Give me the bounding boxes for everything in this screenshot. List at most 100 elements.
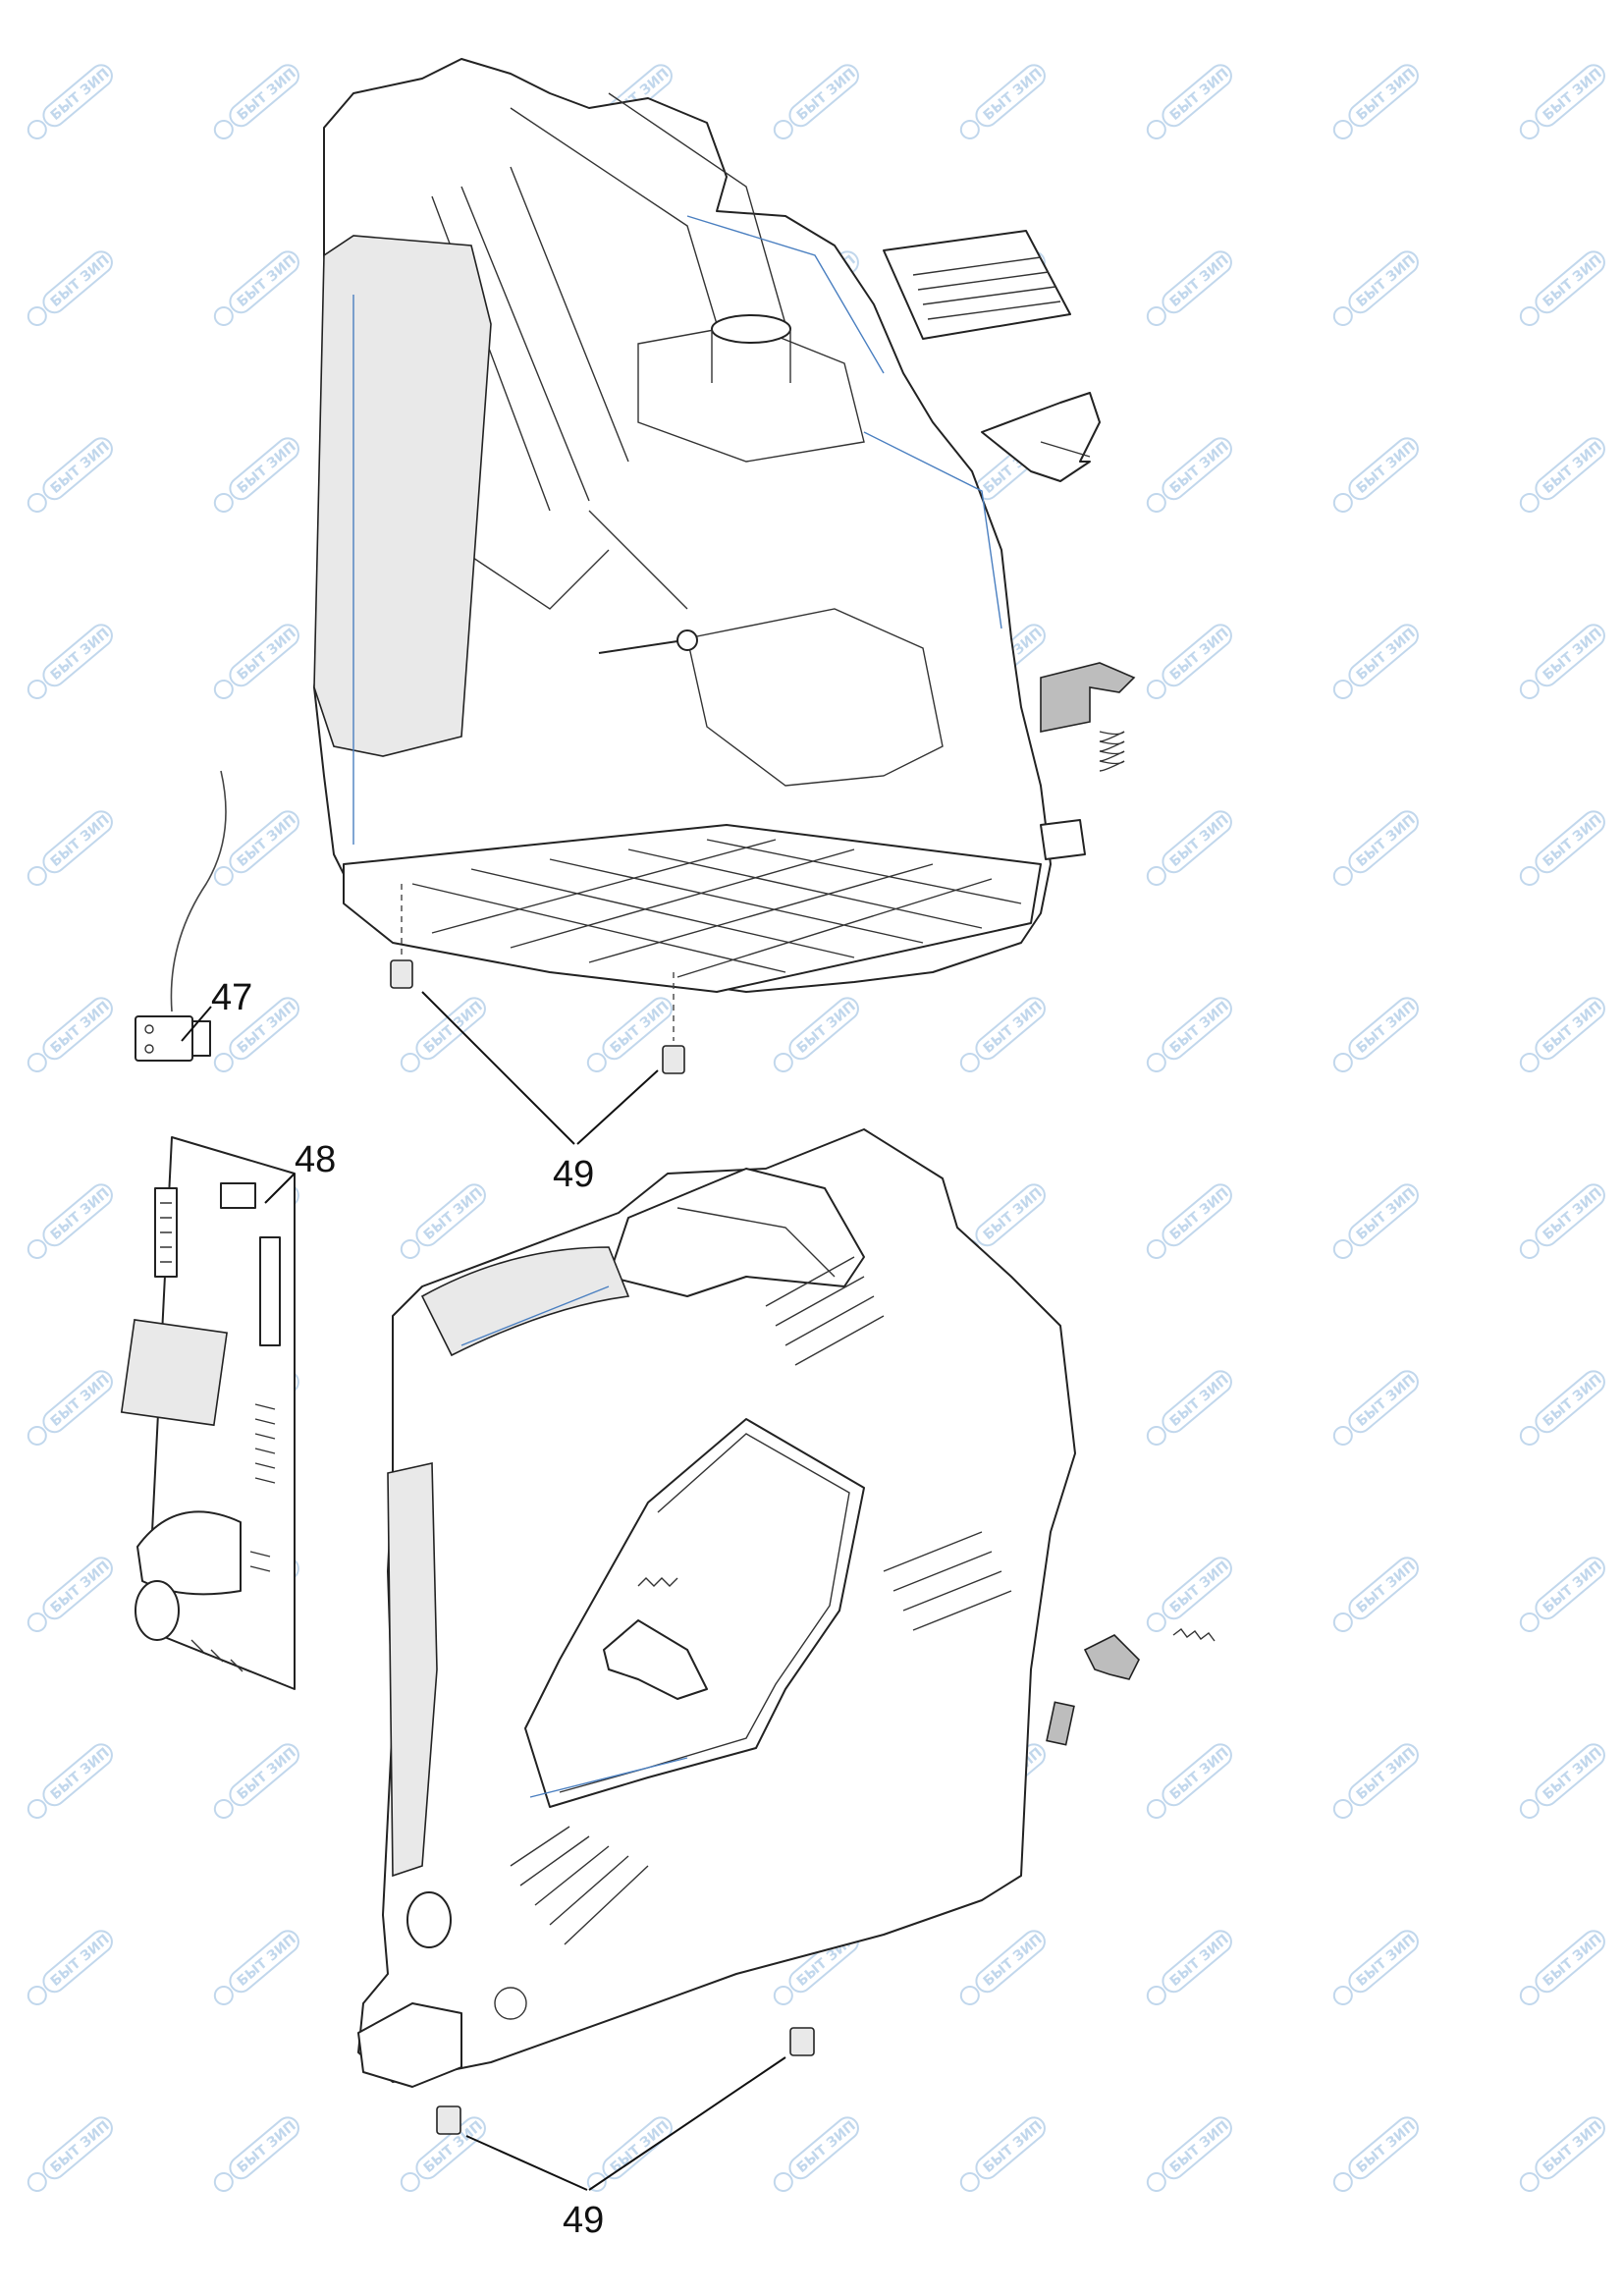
- watermark-badge: БЫТ ЗИП: [1146, 437, 1232, 513]
- watermark-text: БЫТ ЗИП: [1167, 626, 1232, 683]
- watermark-text: БЫТ ЗИП: [981, 66, 1046, 124]
- watermark-badge: БЫТ ЗИП: [1519, 1930, 1605, 2005]
- watermark-text: БЫТ ЗИП: [235, 812, 299, 870]
- watermark-badge: БЫТ ЗИП: [1519, 1557, 1605, 1632]
- watermark-badge: БЫТ ЗИП: [27, 64, 113, 139]
- foot-49-top-left: [390, 884, 413, 989]
- watermark-badge: БЫТ ЗИП: [1146, 624, 1232, 699]
- watermark-text: БЫТ ЗИП: [235, 66, 299, 124]
- watermark-text: БЫТ ЗИП: [235, 626, 299, 683]
- watermark-text: БЫТ ЗИП: [794, 999, 859, 1057]
- watermark-text: БЫТ ЗИП: [1167, 812, 1232, 870]
- watermark-badge: БЫТ ЗИП: [1519, 997, 1605, 1072]
- watermark-badge: БЫТ ЗИП: [27, 997, 113, 1072]
- watermark-text: БЫТ ЗИП: [794, 2118, 859, 2176]
- watermark-text: БЫТ ЗИП: [1354, 1558, 1419, 1616]
- watermark-text: БЫТ ЗИП: [235, 439, 299, 497]
- watermark-text: БЫТ ЗИП: [48, 999, 113, 1057]
- callout-49-top-label: 49: [553, 1154, 594, 1195]
- callout-49-top: 49: [421, 991, 659, 1195]
- watermark-badge: БЫТ ЗИП: [27, 437, 113, 513]
- watermark-text: БЫТ ЗИП: [235, 2118, 299, 2176]
- watermark-badge: БЫТ ЗИП: [1519, 250, 1605, 326]
- watermark-badge: БЫТ ЗИП: [1146, 1557, 1232, 1632]
- lower-inner-bracket: [603, 1619, 708, 1700]
- watermark-text: БЫТ ЗИП: [48, 1185, 113, 1243]
- watermark-text: БЫТ ЗИП: [1541, 626, 1605, 683]
- watermark-badge: БЫТ ЗИП: [27, 810, 113, 886]
- watermark-text: БЫТ ЗИП: [1167, 1745, 1232, 1803]
- watermark-text: БЫТ ЗИП: [1354, 1372, 1419, 1430]
- lower-central-opening: [524, 1418, 865, 1808]
- watermark-badge: БЫТ ЗИП: [27, 624, 113, 699]
- watermark-badge: БЫТ ЗИП: [1332, 1743, 1419, 1819]
- watermark-text: БЫТ ЗИП: [1541, 1372, 1605, 1430]
- watermark-badge: БЫТ ЗИП: [1332, 1183, 1419, 1259]
- watermark-text: БЫТ ЗИП: [48, 1558, 113, 1616]
- watermark-text: БЫТ ЗИП: [1541, 812, 1605, 870]
- watermark-text: БЫТ ЗИП: [48, 439, 113, 497]
- watermark-badge: БЫТ ЗИП: [1519, 2116, 1605, 2192]
- watermark-text: БЫТ ЗИП: [1354, 999, 1419, 1057]
- watermark-badge: БЫТ ЗИП: [27, 1743, 113, 1819]
- watermark-text: БЫТ ЗИП: [1354, 812, 1419, 870]
- lower-accent-line: [460, 1285, 688, 1798]
- watermark-badge: БЫТ ЗИП: [213, 810, 299, 886]
- watermark-text: БЫТ ЗИП: [421, 1185, 486, 1243]
- watermark-badge: БЫТ ЗИП: [213, 624, 299, 699]
- watermark-badge: БЫТ ЗИП: [27, 1930, 113, 2005]
- watermark-badge: БЫТ ЗИП: [213, 1743, 299, 1819]
- watermark-badge: БЫТ ЗИП: [27, 250, 113, 326]
- watermark-badge: БЫТ ЗИП: [1519, 64, 1605, 139]
- watermark-badge: БЫТ ЗИП: [773, 64, 859, 139]
- watermark-text: БЫТ ЗИП: [1167, 1932, 1232, 1990]
- watermark-text: БЫТ ЗИП: [1541, 66, 1605, 124]
- watermark-badge: БЫТ ЗИП: [1332, 250, 1419, 326]
- watermark-badge: БЫТ ЗИП: [959, 64, 1046, 139]
- callout-49-bottom: 49: [465, 2056, 786, 2241]
- watermark-text: БЫТ ЗИП: [1541, 1745, 1605, 1803]
- watermark-badge: БЫТ ЗИП: [27, 2116, 113, 2192]
- watermark-text: БЫТ ЗИП: [1541, 2118, 1605, 2176]
- watermark-badge: БЫТ ЗИП: [1332, 997, 1419, 1072]
- watermark-text: БЫТ ЗИП: [1541, 999, 1605, 1057]
- watermark-badge: БЫТ ЗИП: [1146, 2116, 1232, 2192]
- watermark-badge: БЫТ ЗИП: [1519, 810, 1605, 886]
- watermark-text: БЫТ ЗИП: [1167, 999, 1232, 1057]
- watermark-badge: БЫТ ЗИП: [773, 2116, 859, 2192]
- watermark-badge: БЫТ ЗИП: [1519, 1370, 1605, 1446]
- watermark-text: БЫТ ЗИП: [235, 252, 299, 310]
- lower-rib-hatch: [510, 1256, 1012, 1945]
- watermark-text: БЫТ ЗИП: [1541, 1558, 1605, 1616]
- watermark-text: БЫТ ЗИП: [48, 1745, 113, 1803]
- watermark-text: БЫТ ЗИП: [1167, 439, 1232, 497]
- watermark-text: БЫТ ЗИП: [48, 66, 113, 124]
- watermark-text: БЫТ ЗИП: [1167, 252, 1232, 310]
- lower-handle: [420, 1246, 630, 1357]
- gear-part-lower: [1046, 1701, 1075, 1746]
- watermark-text: БЫТ ЗИП: [48, 812, 113, 870]
- sensor-47: [135, 770, 227, 1062]
- base-tray-grid: [411, 839, 1022, 978]
- connector-part: [1040, 819, 1086, 860]
- watermark-text: БЫТ ЗИП: [1541, 252, 1605, 310]
- upper-housing-accent-line: [352, 215, 1002, 845]
- watermark-badge: БЫТ ЗИП: [1519, 1183, 1605, 1259]
- spring-lower: [1172, 1628, 1216, 1642]
- lower-knob: [406, 1891, 452, 1948]
- watermark-text: БЫТ ЗИП: [1541, 439, 1605, 497]
- watermark-badge: БЫТ ЗИП: [1146, 1930, 1232, 2005]
- upper-housing-side-panel: [313, 235, 492, 757]
- watermark-badge: БЫТ ЗИП: [213, 1930, 299, 2005]
- watermark-text: БЫТ ЗИП: [421, 999, 486, 1057]
- watermark-badge: БЫТ ЗИП: [27, 1183, 113, 1259]
- watermark-badge: БЫТ ЗИП: [1146, 250, 1232, 326]
- watermark-badge: БЫТ ЗИП: [1146, 997, 1232, 1072]
- watermark-badge: БЫТ ЗИП: [213, 2116, 299, 2192]
- lower-bottom-plate: [357, 2002, 462, 2088]
- watermark-text: БЫТ ЗИП: [608, 2118, 673, 2176]
- watermark-text: БЫТ ЗИП: [1354, 626, 1419, 683]
- watermark-text: БЫТ ЗИП: [981, 999, 1046, 1057]
- callout-48: 48: [264, 1139, 336, 1204]
- callout-48-label: 48: [295, 1139, 336, 1180]
